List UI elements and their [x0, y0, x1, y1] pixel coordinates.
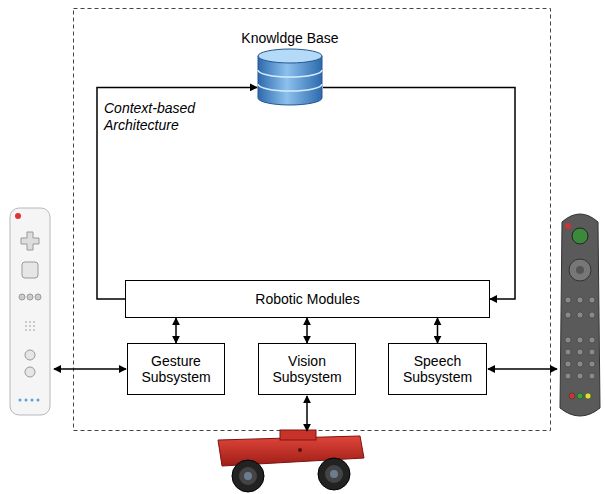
device-link-part — [488, 368, 557, 370]
connector-arrow — [175, 318, 177, 343]
wii-remote-part — [27, 294, 33, 300]
device-link-part — [54, 368, 126, 370]
connector-arrow — [97, 87, 257, 299]
wii-remote-part-part — [37, 399, 40, 402]
media-remote-part-part — [589, 297, 595, 303]
media-remote-part — [572, 228, 588, 244]
media-remote-part-part — [589, 349, 595, 355]
media-remote-part-part — [577, 312, 583, 318]
cylinder-top — [258, 49, 322, 63]
subsystem-box: Gesture Subsystem — [127, 343, 225, 395]
stereo-camera-part — [280, 430, 316, 440]
subsystem-box: Vision Subsystem — [258, 343, 356, 395]
wii-remote-part-part — [33, 325, 35, 327]
media-remote-part-part — [565, 373, 571, 379]
wii-remote-part — [19, 399, 40, 402]
module-box: Robotic Modules — [125, 280, 490, 318]
database-cylinder — [257, 48, 323, 106]
media-remote-part-part — [565, 361, 571, 367]
media-remote-part-part — [577, 393, 583, 399]
wii-remote-part-part — [25, 325, 27, 327]
wii-remote-part-part — [25, 329, 27, 331]
stereo-camera — [218, 430, 364, 492]
node-label: Knowldge Base — [240, 30, 340, 46]
stereo-camera-part — [325, 465, 343, 483]
wii-remote-part-part — [19, 399, 22, 402]
system-boundary — [74, 9, 551, 431]
media-remote-part — [569, 259, 591, 281]
media-remote-part-part — [589, 337, 595, 343]
cylinder-band — [258, 70, 322, 77]
media-remote-part-part — [577, 297, 583, 303]
media-remote — [560, 214, 600, 416]
wii-remote-part — [10, 208, 50, 415]
wii-remote-part-part — [29, 325, 31, 327]
media-remote-part-part — [565, 337, 571, 343]
wii-remote-part — [19, 294, 25, 300]
media-remote-part — [560, 214, 600, 416]
wii-remote-part-part — [29, 321, 31, 323]
device-link-part — [306, 396, 308, 431]
media-remote-part — [565, 297, 595, 399]
wii-remote-part — [25, 350, 35, 360]
wii-remote-part — [25, 321, 35, 331]
wii-remote-part — [15, 213, 21, 219]
wii-remote-part — [22, 262, 38, 278]
node-label: Speech Subsystem — [395, 353, 480, 385]
wii-remote-part-part — [25, 321, 27, 323]
media-remote-part — [565, 223, 571, 229]
connector-arrow — [306, 318, 308, 343]
stereo-camera-part — [239, 467, 257, 485]
media-remote-part-part — [589, 361, 595, 367]
media-remote-part-part — [589, 373, 595, 379]
wii-remote-part-part — [25, 399, 28, 402]
media-remote-part-part — [569, 393, 575, 399]
wii-remote-part-part — [29, 329, 31, 331]
stereo-camera-part — [232, 460, 264, 492]
cylinder-band — [258, 84, 322, 91]
wii-remote-part-part — [33, 321, 35, 323]
knowledge-base: Knowldge Base — [240, 30, 340, 106]
wii-remote-part — [25, 367, 35, 377]
wii-remote-part — [35, 294, 41, 300]
connector-arrow — [437, 318, 439, 343]
stereo-camera-part — [298, 448, 302, 452]
media-remote-part-part — [577, 349, 583, 355]
media-remote-part-part — [577, 337, 583, 343]
node-label: Vision Subsystem — [265, 353, 349, 385]
stereo-camera-part — [330, 470, 338, 478]
node-label: Robotic Modules — [255, 291, 359, 307]
media-remote-part-part — [577, 373, 583, 379]
system-boundary-part — [74, 9, 551, 431]
stereo-camera-part — [244, 472, 252, 480]
wii-remote — [10, 208, 50, 415]
edge-label: Context-based Architecture — [102, 100, 236, 134]
media-remote-part-part — [565, 349, 571, 355]
media-remote-part-part — [577, 361, 583, 367]
media-remote-part-part — [565, 312, 571, 318]
cylinder-shape — [257, 48, 323, 106]
media-remote-part-part — [589, 312, 595, 318]
node-label: Gesture Subsystem — [134, 353, 218, 385]
subsystem-box: Speech Subsystem — [388, 343, 487, 395]
media-remote-part-part — [565, 297, 571, 303]
connector-arrow — [323, 87, 515, 299]
wii-remote-part-part — [31, 399, 34, 402]
wii-remote-part-part — [33, 329, 35, 331]
stereo-camera-part — [318, 458, 350, 490]
wii-remote-part — [21, 232, 39, 250]
media-remote-part — [576, 266, 584, 274]
media-remote-part-part — [585, 393, 591, 399]
